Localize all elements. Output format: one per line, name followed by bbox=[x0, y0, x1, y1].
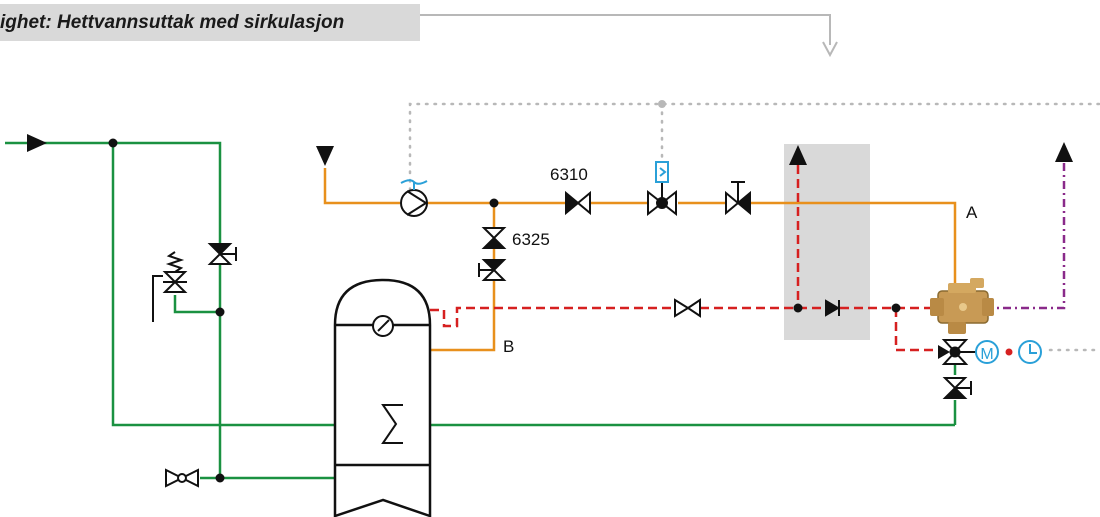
signal-junction bbox=[658, 100, 666, 108]
point-a-label: A bbox=[966, 203, 978, 222]
junction-dots bbox=[108, 138, 901, 483]
water-heater-tank bbox=[333, 278, 432, 517]
safety-valve-icon bbox=[152, 251, 188, 322]
mixing-valve-icon bbox=[930, 278, 994, 334]
signal-lines bbox=[408, 102, 1100, 352]
lower-shutoff-valve-icon bbox=[942, 377, 972, 399]
signal-dot bbox=[1005, 348, 1013, 356]
timer-clock-icon bbox=[1018, 340, 1042, 364]
motor-valve-icon bbox=[938, 339, 976, 365]
pressure-gauge-icon bbox=[372, 315, 394, 337]
point-b-label: B bbox=[503, 337, 514, 356]
diagram-title: ighet: Hettvannsuttak med sirkulasjon bbox=[0, 12, 345, 33]
drain-valve-icon bbox=[165, 468, 199, 488]
check-valve-icon bbox=[825, 299, 840, 317]
heat-exchanger-icon bbox=[381, 404, 403, 444]
valve-6325-icon bbox=[481, 227, 507, 249]
return-up-arrow-icon bbox=[1055, 142, 1073, 162]
circulation-valve-icon bbox=[674, 298, 701, 318]
circulation-pump-icon bbox=[400, 179, 428, 217]
valve-6325-label: 6325 bbox=[512, 230, 550, 249]
title-connector-line bbox=[420, 14, 838, 58]
orange-shutoff-valve-icon bbox=[478, 259, 507, 281]
inlet-arrow-icon bbox=[27, 134, 47, 152]
motorized-valve-icon bbox=[647, 161, 677, 217]
cold-shutoff-valve-icon bbox=[207, 243, 237, 265]
shutoff-valve-icon bbox=[725, 181, 751, 216]
valve-6310-icon bbox=[565, 190, 591, 216]
valve-6310-label: 6310 bbox=[550, 165, 588, 184]
motor-icon: M bbox=[975, 340, 999, 364]
hot-water-lines bbox=[323, 168, 957, 352]
title-bar bbox=[0, 4, 420, 41]
flow-down-arrow-icon bbox=[316, 146, 334, 166]
motor-letter: M bbox=[980, 346, 993, 363]
flow-up-arrow-icon bbox=[789, 145, 807, 165]
return-line bbox=[985, 162, 1066, 310]
